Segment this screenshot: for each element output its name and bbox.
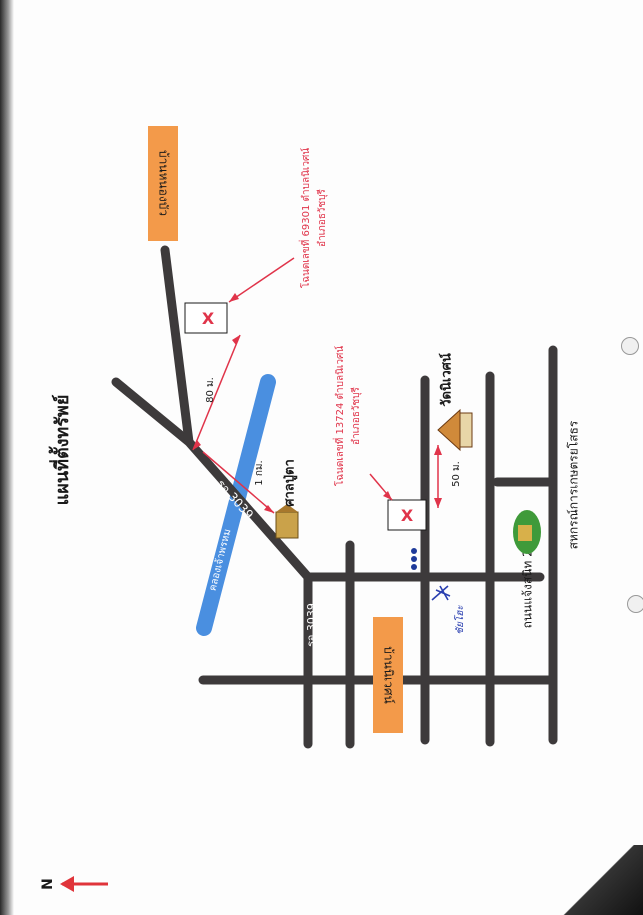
handwritten-label: ชัยโฮะ <box>454 605 466 635</box>
shrine-icon <box>275 511 299 539</box>
distance-80m-label: 80 ม. <box>205 377 216 403</box>
road-3039-diagonal <box>111 377 313 582</box>
village-nong-bua: บ้านหนองบัว <box>148 126 178 241</box>
distance-80m: 80 ม. <box>192 334 241 451</box>
canal-line <box>196 374 276 636</box>
property-13724-marker: X <box>401 506 414 525</box>
blue-dots <box>411 548 417 570</box>
scan-shadow-edge <box>0 0 14 915</box>
distance-50m-arrow-a <box>434 445 442 455</box>
shrine-label: ศาลปู่ตา <box>283 459 298 507</box>
road-label-jaengsanit-23: ถนนแจ้งสนิท 23 <box>521 542 535 629</box>
map-title: แผนที่ตั้งทรัพย์ <box>48 395 73 506</box>
north-arrow-head <box>60 876 74 892</box>
shrine-landmark: ศาลปู่ตา <box>275 459 299 539</box>
village-niwet: บ้านนิเวศน์ <box>373 617 403 733</box>
blue-dot <box>411 564 417 570</box>
temple-roof-icon <box>437 408 461 452</box>
blue-dot <box>411 556 417 562</box>
property-69301-district: อำเภอธวัชบุรี <box>316 188 328 246</box>
village-box-nong-bua <box>148 126 178 241</box>
handwritten-annotation: ชัยโฮะ <box>431 585 466 635</box>
coop-logo-building-icon <box>518 525 532 541</box>
village-label-niwet: บ้านนิเวศน์ <box>382 646 396 704</box>
property-13724-deed: โฉนดเลขที่ 13724 ตำบลนิเวศน์ <box>332 346 346 486</box>
distance-80m-line <box>192 334 241 451</box>
blue-dot <box>411 548 417 554</box>
property-69301-pointer <box>228 257 295 303</box>
punch-hole-top <box>621 337 639 355</box>
scan-corner-shadow <box>553 845 643 915</box>
property-69301: X โฉนดเลขที่ 69301 ตำบลนิเวศน์ อำเภอธวัช… <box>184 148 328 334</box>
property-69301-pointer-head <box>229 293 239 302</box>
temple-label: วัดนิเวศน์ <box>439 353 455 407</box>
distance-80m-arrow-a <box>193 440 201 450</box>
property-13724-box <box>387 499 427 531</box>
temple-landmark: วัดนิเวศน์ <box>437 353 473 452</box>
property-13724-pointer-head <box>383 491 392 500</box>
punch-hole-bottom <box>627 595 643 613</box>
temple-body-icon <box>459 412 473 448</box>
village-box-niwet <box>373 617 403 733</box>
distance-1km-line <box>202 451 275 514</box>
distance-1km: 1 กม. <box>202 451 275 514</box>
distance-50m-arrow-b <box>434 498 442 508</box>
property-13724: X โฉนดเลขที่ 13724 ตำบลนิเวศน์ อำเภอธวัช… <box>332 346 427 531</box>
distance-1km-label: 1 กม. <box>254 460 265 485</box>
property-69301-marker: X <box>202 309 215 328</box>
property-69301-deed: โฉนดเลขที่ 69301 ตำบลนิเวศน์ <box>298 148 312 288</box>
property-69301-box <box>184 302 228 334</box>
north-label: N <box>40 878 56 890</box>
north-arrow: N <box>40 876 108 892</box>
road-network <box>111 245 558 749</box>
shrine-roof-icon <box>276 504 298 512</box>
handwritten-mark-icon <box>431 585 451 601</box>
coop-label: สหกรณ์การเกษตรยโสธร <box>567 420 581 549</box>
distance-50m-label: 50 ม. <box>451 461 462 487</box>
village-label-nong-bua: บ้านหนองบัว <box>157 150 171 216</box>
distance-1km-arrow <box>264 505 274 513</box>
coop-landmark: สหกรณ์การเกษตรยโสธร <box>513 420 581 554</box>
road-label-3039-lower: รจ 3039 <box>305 603 318 647</box>
property-13724-district: อำเภอธวัชบุรี <box>350 386 362 444</box>
distance-50m: 50 ม. <box>434 445 462 508</box>
road-3039-upper <box>160 245 194 447</box>
distance-80m-arrow-b <box>232 335 240 345</box>
